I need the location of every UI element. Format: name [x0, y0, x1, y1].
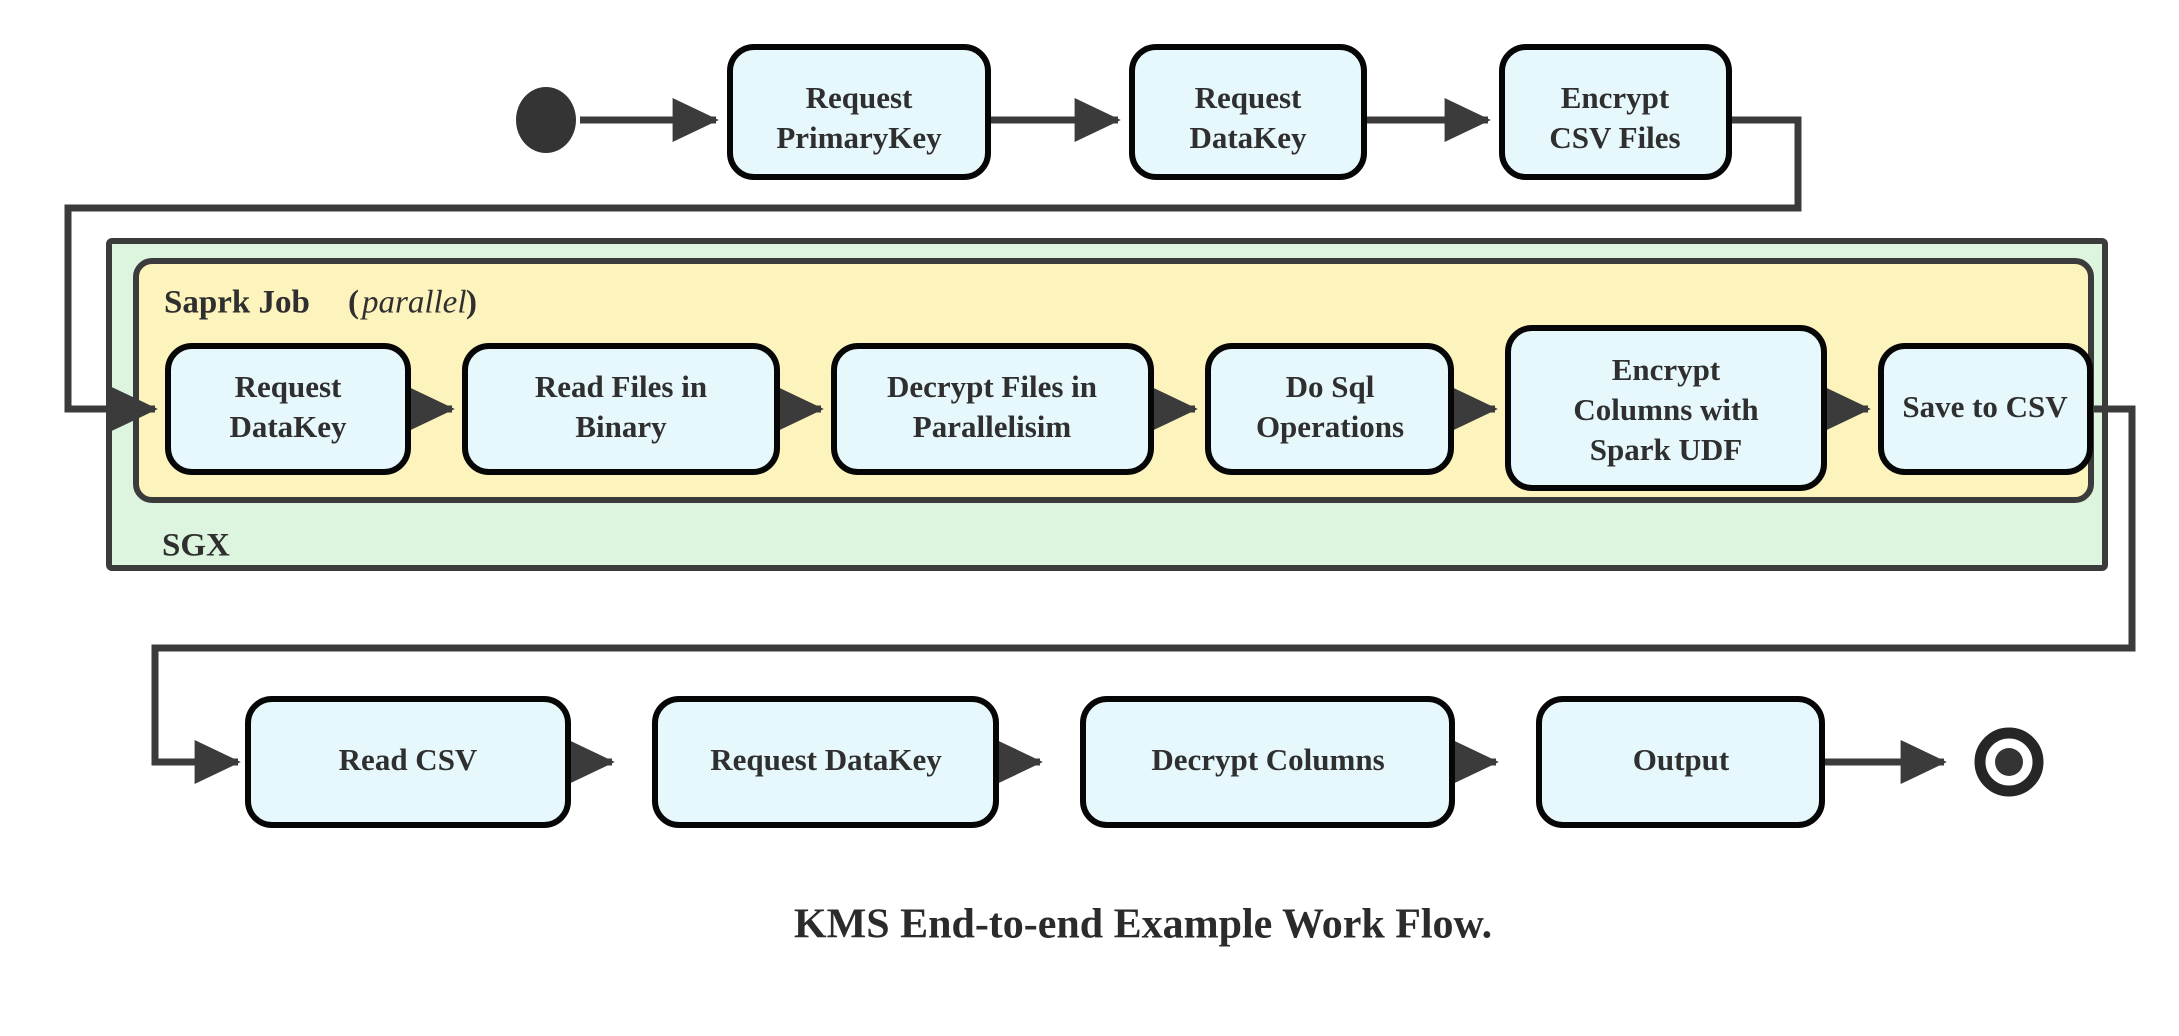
- node-request-primarykey-line-2: PrimaryKey: [776, 120, 942, 155]
- sgx-container-label: SGX: [162, 528, 230, 564]
- node-encrypt-columns-spark-udf-line-2: Columns with: [1573, 392, 1758, 427]
- start-node: [516, 87, 576, 153]
- node-decrypt-columns[interactable]: Decrypt Columns: [1080, 696, 1455, 828]
- node-save-to-csv[interactable]: Save to CSV: [1878, 343, 2093, 475]
- node-do-sql-operations-line-2: Operations: [1256, 409, 1404, 444]
- end-node: [1974, 727, 2044, 797]
- node-decrypt-columns-box[interactable]: [1080, 696, 1455, 828]
- node-request-datakey-spark[interactable]: Request DataKey: [165, 343, 411, 475]
- node-request-datakey-top-line-1: Request: [1195, 80, 1302, 115]
- node-decrypt-files-in-parallelisim-box[interactable]: [831, 343, 1154, 475]
- node-do-sql-operations[interactable]: Do Sql Operations: [1205, 343, 1454, 475]
- node-read-csv-box[interactable]: [245, 696, 571, 828]
- node-request-datakey-spark-line-1: Request: [235, 369, 342, 404]
- node-request-datakey-top-line-2: DataKey: [1189, 120, 1307, 155]
- node-do-sql-operations-line-1: Do Sql: [1286, 369, 1375, 404]
- node-request-datakey-bottom[interactable]: Request DataKey: [652, 696, 999, 828]
- node-read-files-in-binary-line-1: Read Files in: [535, 369, 707, 404]
- edge-encrypt-csv-to-request-datakey-spark: [64, 116, 1802, 432]
- node-decrypt-files-in-parallelisim[interactable]: Decrypt Files in Parallelisim: [831, 343, 1154, 475]
- node-request-datakey-top-box[interactable]: [1129, 44, 1367, 180]
- node-request-datakey-spark-box[interactable]: [165, 343, 411, 475]
- node-encrypt-csv-files-line-2: CSV Files: [1549, 120, 1680, 155]
- node-request-primarykey-line-1: Request: [806, 80, 913, 115]
- node-output-line-1: Output: [1633, 742, 1730, 777]
- node-output[interactable]: Output: [1536, 696, 1825, 828]
- node-do-sql-operations-box[interactable]: [1205, 343, 1454, 475]
- node-read-files-in-binary[interactable]: Read Files in Binary: [462, 343, 780, 475]
- diagram-caption: KMS End-to-end Example Work Flow.: [794, 902, 1492, 948]
- node-request-primarykey-box[interactable]: [727, 44, 991, 180]
- node-save-to-csv-box[interactable]: [1878, 343, 2093, 475]
- node-read-csv[interactable]: Read CSV: [245, 696, 571, 828]
- edge-save-csv-to-read-csv: [151, 405, 2136, 785]
- node-encrypt-columns-spark-udf-line-1: Encrypt: [1612, 352, 1721, 387]
- node-request-datakey-bottom-line-1: Request DataKey: [710, 742, 942, 777]
- spark-job-container-label: Saprk Job: [164, 285, 310, 321]
- node-encrypt-csv-files-box[interactable]: [1499, 44, 1732, 180]
- node-read-files-in-binary-box[interactable]: [462, 343, 780, 475]
- node-request-datakey-top[interactable]: Request DataKey: [1129, 44, 1367, 180]
- node-output-box[interactable]: [1536, 696, 1825, 828]
- edges-layer: [64, 97, 2136, 785]
- spark-job-parallel-open-paren: (: [348, 285, 359, 321]
- node-read-files-in-binary-line-2: Binary: [575, 409, 667, 444]
- node-decrypt-files-in-parallelisim-line-2: Parallelisim: [913, 409, 1072, 444]
- node-encrypt-csv-files[interactable]: Encrypt CSV Files: [1499, 44, 1732, 180]
- node-save-to-csv-line-1: Save to CSV: [1902, 389, 2068, 424]
- end-node-inner-dot-icon: [1995, 748, 2023, 776]
- node-encrypt-columns-spark-udf[interactable]: Encrypt Columns with Spark UDF: [1505, 325, 1827, 491]
- node-encrypt-columns-spark-udf-box[interactable]: [1505, 325, 1827, 491]
- spark-job-parallel-label: parallel: [360, 285, 467, 321]
- node-request-primarykey[interactable]: Request PrimaryKey: [727, 44, 991, 180]
- node-encrypt-csv-files-line-1: Encrypt: [1561, 80, 1670, 115]
- spark-job-parallel-close-paren: ): [466, 285, 477, 321]
- node-request-datakey-bottom-box[interactable]: [652, 696, 999, 828]
- start-node-filled-circle: [516, 87, 576, 153]
- node-decrypt-files-in-parallelisim-line-1: Decrypt Files in: [887, 369, 1097, 404]
- node-encrypt-columns-spark-udf-line-3: Spark UDF: [1590, 432, 1742, 467]
- node-decrypt-columns-line-1: Decrypt Columns: [1151, 742, 1384, 777]
- node-read-csv-line-1: Read CSV: [339, 742, 478, 777]
- node-request-datakey-spark-line-2: DataKey: [229, 409, 347, 444]
